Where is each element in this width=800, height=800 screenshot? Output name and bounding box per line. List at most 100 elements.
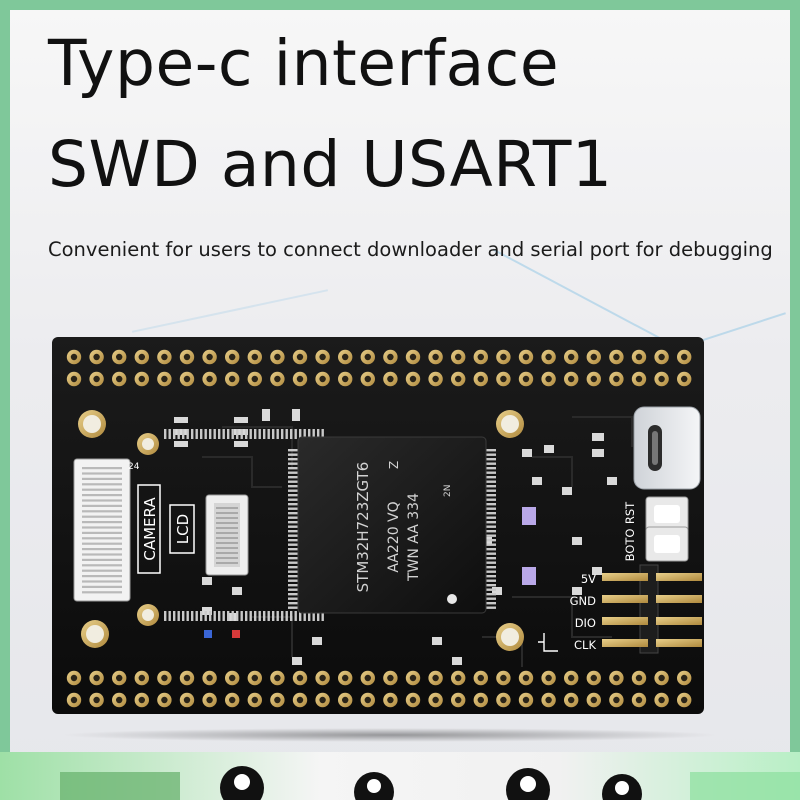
header-pin	[202, 670, 217, 686]
header-pin	[383, 670, 398, 686]
mcu-pin	[288, 566, 298, 569]
header-pin	[134, 692, 149, 708]
camera-pin	[82, 537, 122, 540]
mcu-pin	[254, 429, 257, 439]
mcu-pin	[213, 429, 216, 439]
header-pin	[541, 349, 556, 365]
mcu-pin	[486, 471, 496, 474]
header-pin	[179, 670, 195, 686]
camera-pin	[82, 553, 122, 556]
mcu-pin	[182, 429, 185, 439]
header-pin	[564, 692, 579, 708]
header-pin	[360, 670, 375, 686]
header-pin	[654, 349, 669, 365]
pin-header-icon	[602, 564, 702, 654]
header-pin	[383, 349, 398, 365]
mcu-pin	[182, 611, 185, 621]
header-pin	[270, 371, 285, 387]
mcu-lot-line-1: AA220 VQ	[386, 501, 402, 572]
header-pin	[564, 670, 579, 686]
lcd-pin	[216, 557, 238, 559]
mcu-pin	[486, 588, 496, 591]
mcu-pin	[486, 494, 496, 497]
header-pin	[179, 692, 195, 708]
headline-line-1: Type-c interface	[48, 27, 560, 100]
mcu-pin	[164, 429, 167, 439]
mcu-pin	[288, 588, 298, 591]
header-pin	[631, 349, 647, 365]
mounting-holes	[78, 410, 524, 651]
mcu-pin	[204, 429, 207, 439]
smd-components	[174, 409, 617, 665]
header-pin	[89, 692, 104, 708]
mcu-pin	[288, 539, 298, 542]
mcu-pin	[168, 611, 171, 621]
camera-pin	[82, 548, 122, 551]
mcu-pin	[288, 471, 298, 474]
header-pin	[157, 349, 172, 365]
mcu-pin	[321, 611, 324, 621]
camera-pin	[82, 494, 122, 497]
mcu-pin	[317, 611, 320, 621]
mcu-pin	[299, 429, 302, 439]
mcu-pin	[486, 584, 496, 587]
mcu-pin	[240, 429, 243, 439]
mcu-pin	[312, 611, 315, 621]
mcu-pin	[288, 467, 298, 470]
header-pin	[360, 371, 375, 387]
header-pin	[451, 670, 466, 686]
header-pin	[609, 371, 624, 387]
header-pin	[428, 349, 443, 365]
header-pin	[315, 349, 330, 365]
camera-pin	[82, 542, 122, 545]
camera-label: CAMERA	[141, 497, 159, 561]
mcu-pin	[249, 429, 252, 439]
mcu-pin	[486, 566, 496, 569]
mcu-pin	[288, 534, 298, 537]
mcu-pin	[294, 429, 297, 439]
camera-pin	[82, 558, 122, 561]
header-pin	[202, 349, 217, 365]
mcu-pin	[186, 611, 189, 621]
lcd-pin	[216, 537, 238, 539]
mcu-pin	[288, 606, 298, 609]
camera-pin	[82, 580, 122, 583]
header-pin	[564, 371, 579, 387]
mcu-pin	[249, 611, 252, 621]
header-pin	[179, 371, 195, 387]
header-pin	[586, 692, 601, 708]
mcu-pin	[288, 494, 298, 497]
header-pin	[383, 371, 398, 387]
header-pin	[654, 371, 669, 387]
tactile-button-icon	[645, 496, 689, 562]
header-pin-5v: 5V	[581, 572, 596, 586]
mcu-pin	[231, 429, 234, 439]
header-pin	[202, 692, 217, 708]
header-pin	[360, 692, 375, 708]
header-pin	[586, 670, 601, 686]
mcu-pin	[290, 429, 293, 439]
mcu-pin	[258, 611, 261, 621]
header-pin	[89, 349, 104, 365]
mcu-pin	[486, 503, 496, 506]
header-pin	[654, 670, 669, 686]
header-pin	[247, 670, 262, 686]
lcd-label: LCD	[174, 514, 192, 544]
mcu-pin	[288, 557, 298, 560]
lcd-connector-pins	[216, 507, 238, 564]
mcu-pin	[486, 530, 496, 533]
usb-c-port-icon	[633, 406, 701, 490]
mcu-pin	[258, 429, 261, 439]
header-pin	[428, 371, 443, 387]
mcu-pin	[288, 512, 298, 515]
mcu-lot-line-2: TWN AA 334	[406, 493, 422, 582]
mcu-pin	[267, 429, 270, 439]
mcu-pin	[204, 611, 207, 621]
mcu-pin	[288, 462, 298, 465]
mcu-pin	[288, 530, 298, 533]
mcu-chip	[297, 436, 487, 614]
mcu-pin	[236, 429, 239, 439]
mcu-pin	[486, 498, 496, 501]
led-component	[522, 507, 536, 525]
blue-led	[204, 630, 212, 638]
